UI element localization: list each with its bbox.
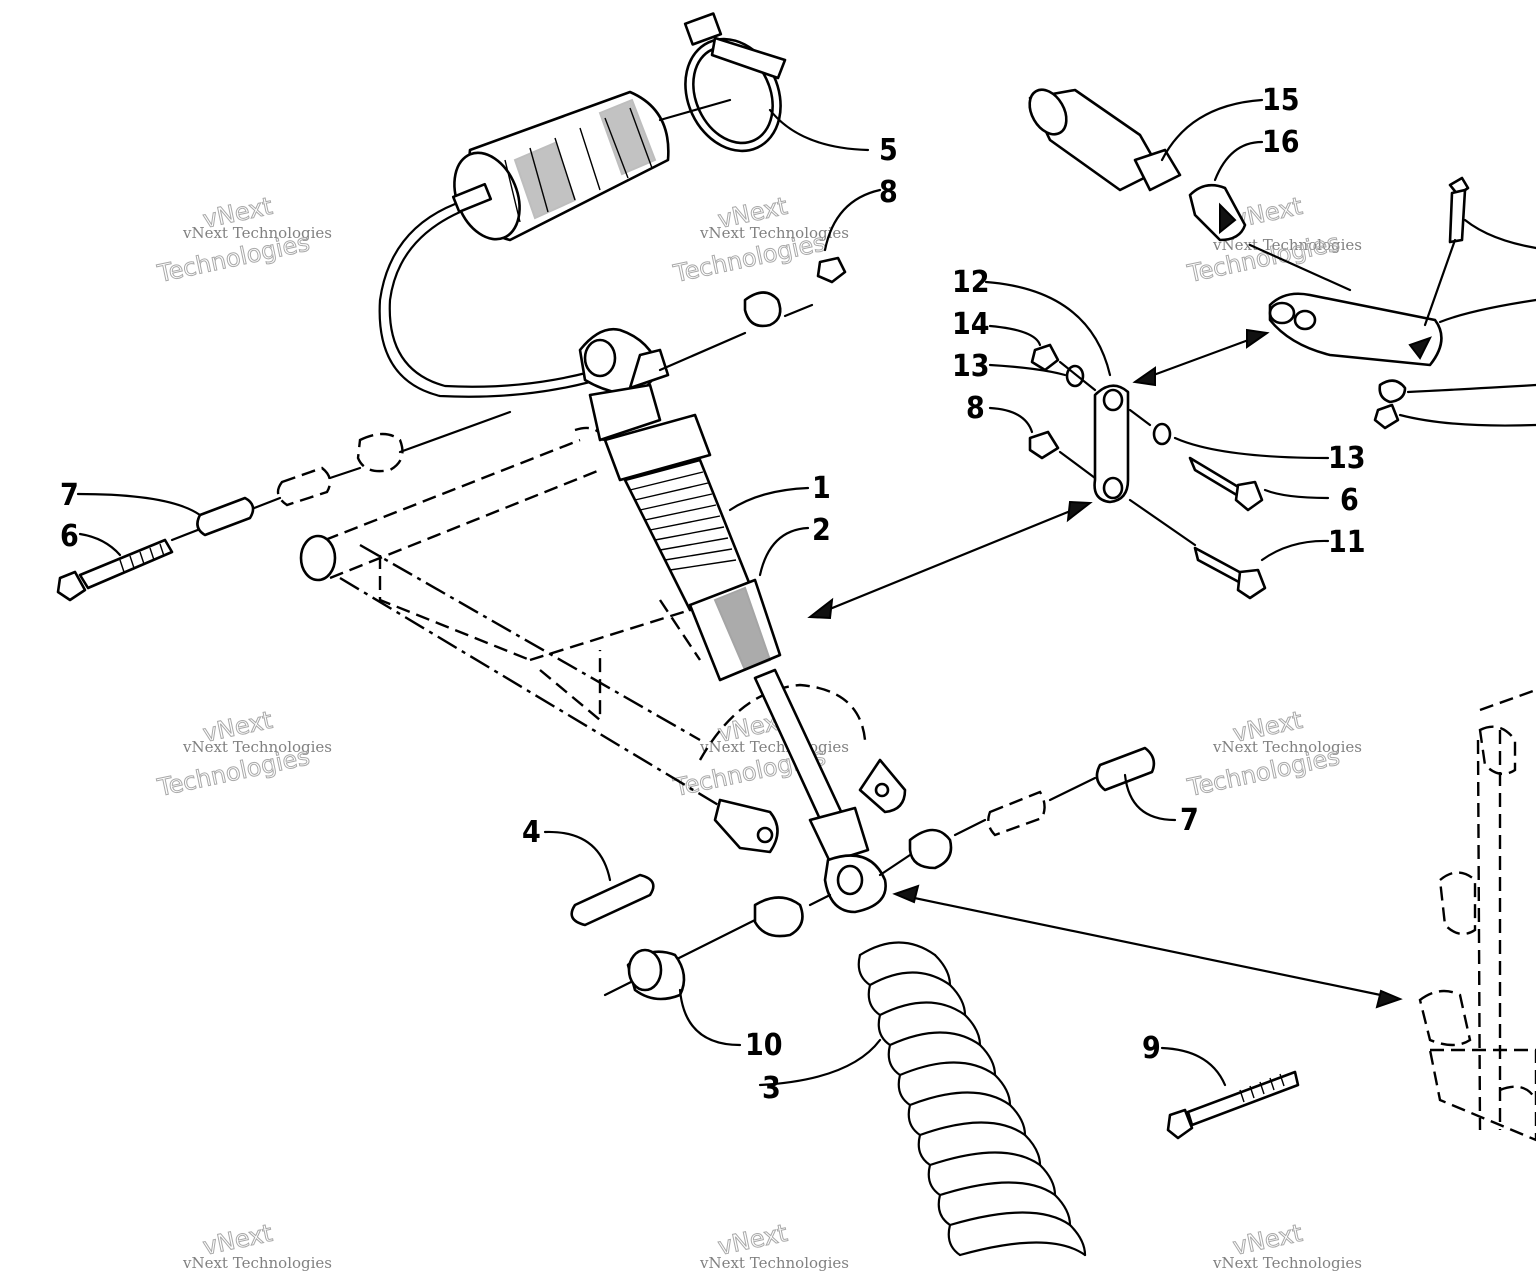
spindle-bracket: [1166, 688, 1536, 1142]
callout-labels: 1 2 3 4 5 6 6 7 7 8 8 9 10 11 12 13 13 1…: [60, 83, 1366, 1106]
watermark: vNext Technologies vNext: [699, 1218, 849, 1272]
svg-text:vNext Technologies: vNext Technologies: [1212, 1254, 1362, 1272]
callout-1: 1: [812, 471, 831, 506]
watermark: vNext Technologies vNext Technologies: [1184, 705, 1362, 802]
callout-8-top: 8: [879, 175, 898, 210]
svg-text:vNext Technologies: vNext Technologies: [699, 1254, 849, 1272]
callout-15: 15: [1262, 83, 1300, 118]
callout-6-left: 6: [60, 519, 79, 554]
coil-spring: [857, 941, 1087, 1257]
watermark: vNext Technologies vNext: [182, 1218, 332, 1272]
svg-text:vNext Technologies: vNext Technologies: [182, 738, 332, 756]
callout-13-right: 13: [1328, 441, 1366, 476]
svg-text:vNext Technologies: vNext Technologies: [1212, 738, 1362, 756]
callout-12: 12: [952, 265, 990, 300]
callout-7-right: 7: [1180, 803, 1199, 838]
watermark: vNext Technologies vNext: [1212, 1218, 1362, 1272]
callout-10: 10: [745, 1028, 783, 1063]
callout-3: 3: [762, 1071, 781, 1106]
hose-clamp: [658, 12, 787, 153]
bottom-hardware: [570, 746, 1156, 1001]
callout-8-linkage: 8: [966, 391, 985, 426]
callout-7-left: 7: [60, 478, 79, 513]
callout-14: 14: [952, 307, 990, 342]
callout-4: 4: [522, 815, 541, 850]
watermark: vNext Technologies vNext Technologies: [154, 191, 332, 288]
leader-lines: [76, 98, 1536, 1087]
watermark: vNext Technologies vNext Technologies: [154, 705, 332, 802]
svg-text:vNext Technologies: vNext Technologies: [1212, 236, 1362, 254]
callout-6-right: 6: [1340, 483, 1359, 518]
callout-5: 5: [879, 133, 898, 168]
svg-text:vNext Technologies: vNext Technologies: [699, 224, 849, 242]
callout-16: 16: [1262, 125, 1300, 160]
shock-absorber: [578, 327, 887, 914]
assembly-arrows: [807, 328, 1403, 1009]
svg-text:vNext Technologies: vNext Technologies: [182, 224, 332, 242]
svg-text:vNext Technologies: vNext Technologies: [182, 1254, 332, 1272]
callout-2: 2: [812, 513, 831, 548]
shock-reservoir: [378, 90, 670, 398]
left-hardware: [56, 410, 512, 602]
top-mount-hardware: [658, 256, 847, 372]
callout-11: 11: [1328, 525, 1366, 560]
callout-13-left: 13: [952, 349, 990, 384]
a-arm-frame: [299, 426, 907, 854]
linkage-assembly: [1028, 88, 1470, 600]
callout-9: 9: [1142, 1031, 1161, 1066]
watermarks: vNext Technologies vNext Technologies vN…: [154, 191, 1362, 1272]
